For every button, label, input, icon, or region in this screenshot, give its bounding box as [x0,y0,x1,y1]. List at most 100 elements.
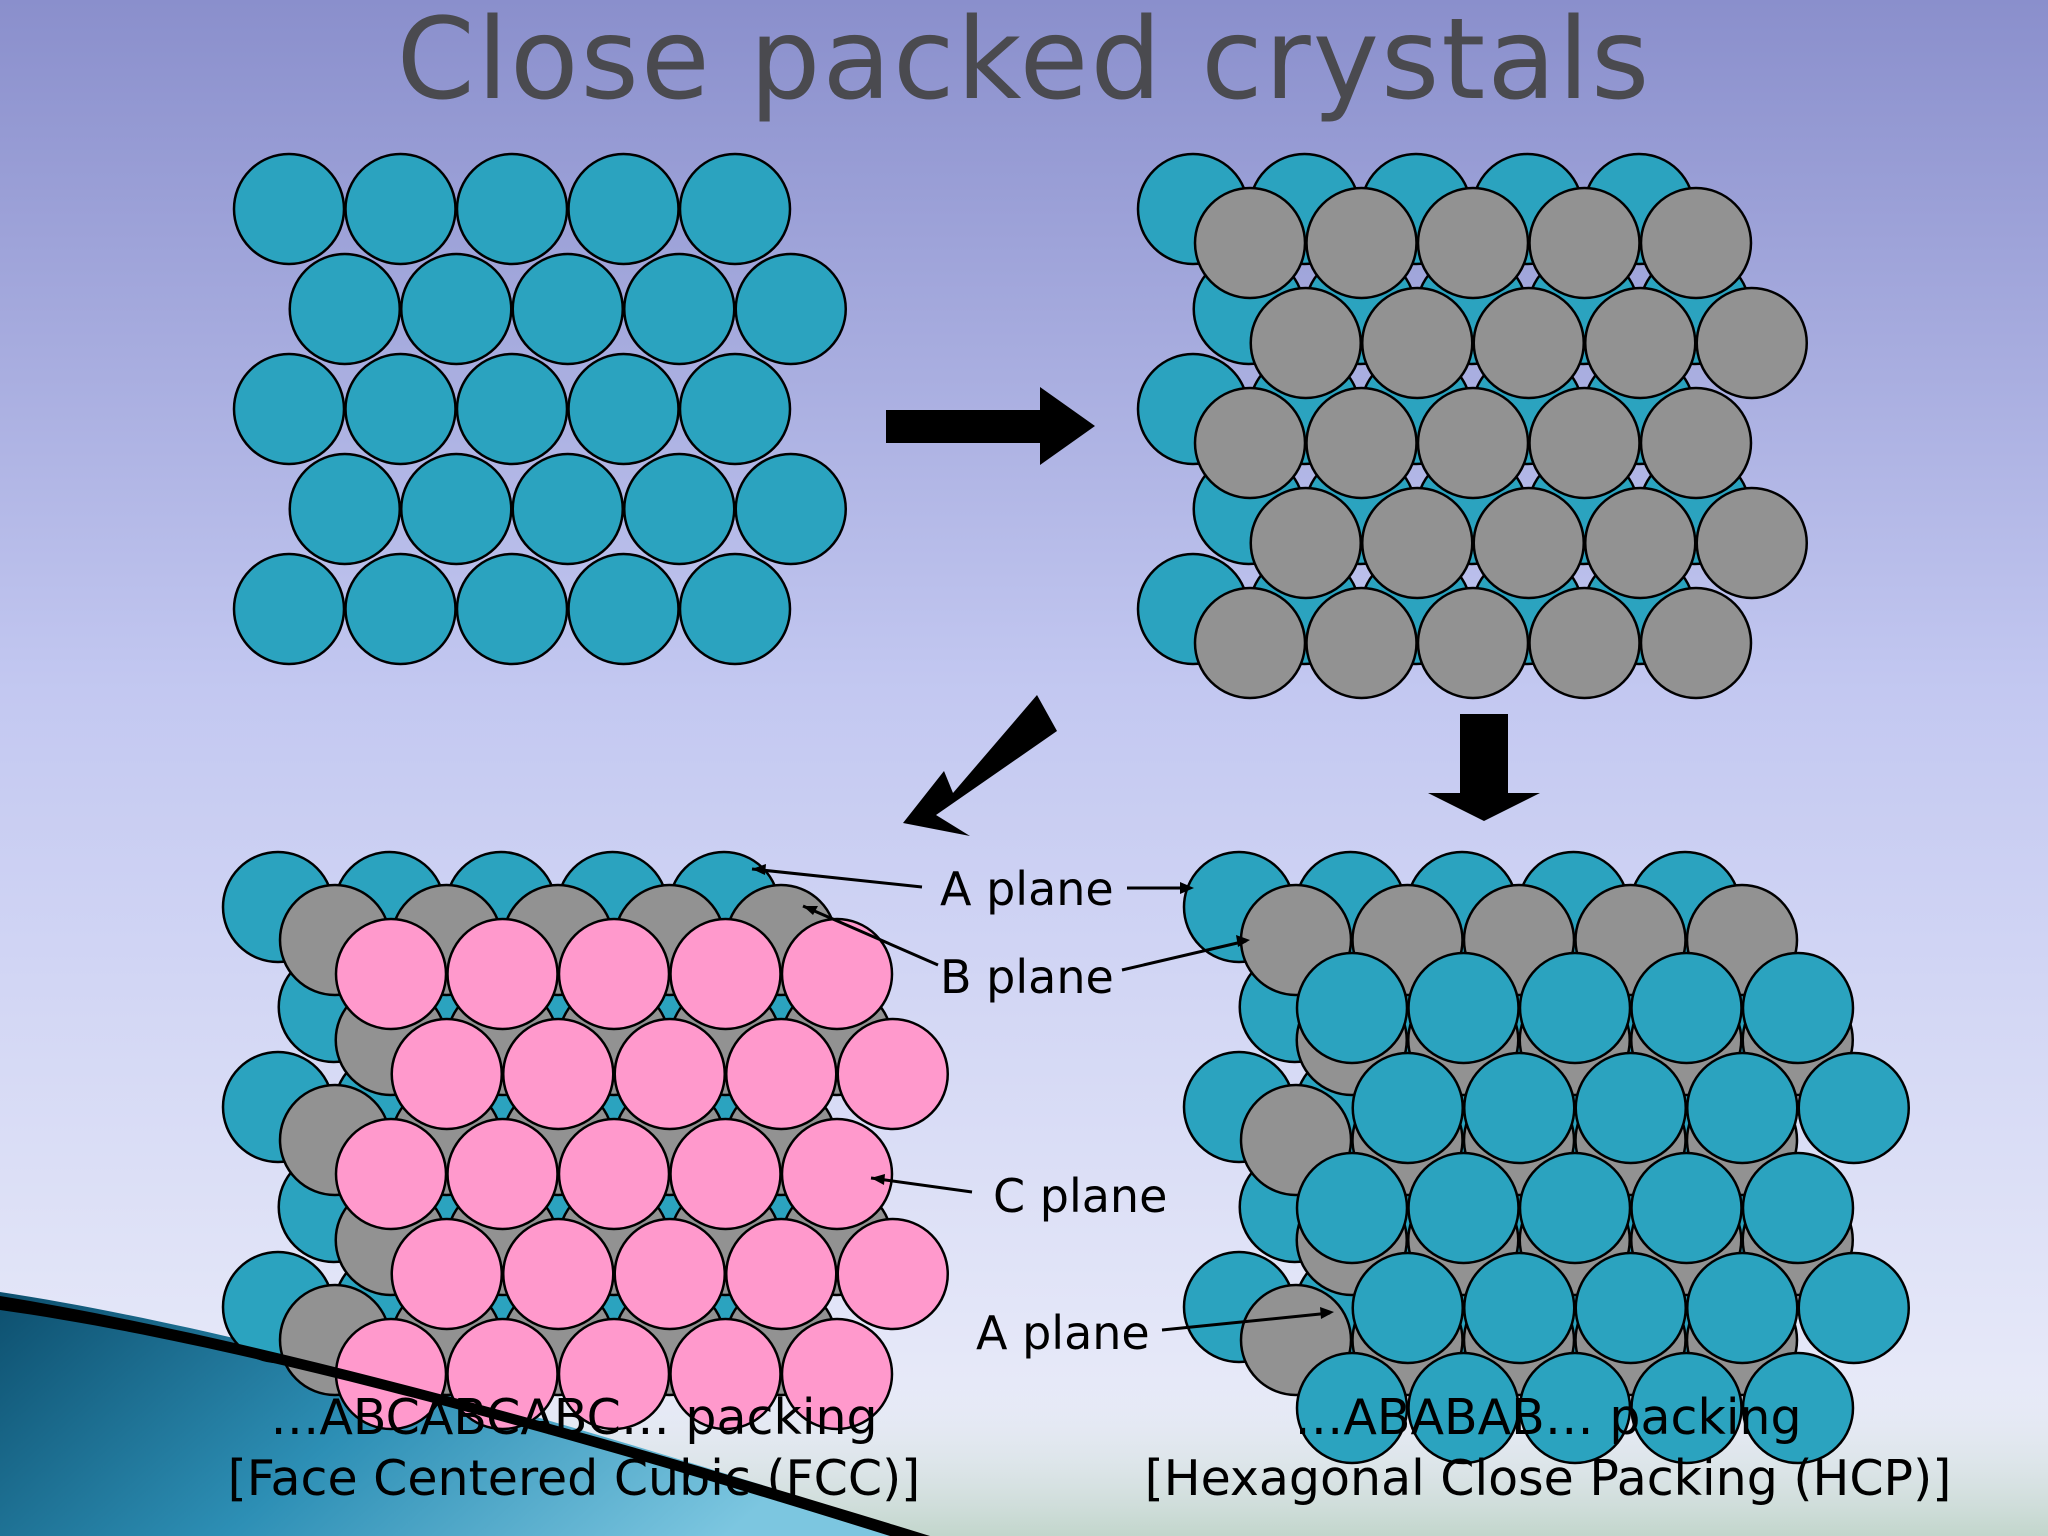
b-sphere [1528,386,1641,500]
a-sphere [1295,1351,1409,1465]
a-sphere [567,152,680,266]
c-sphere [502,1017,615,1131]
c-sphere [557,1117,671,1231]
label-a-plane-lower: A plane [976,1306,1150,1360]
c-sphere [725,1017,838,1131]
b-sphere [1305,186,1418,300]
caption-fcc-name: [Face Centered Cubic (FCC)] [228,1450,921,1507]
a-sphere [1295,951,1409,1065]
b-sphere [1472,486,1585,600]
b-sphere [1249,486,1362,600]
a-sphere [1741,951,1855,1065]
arrow-right-icon [886,387,1095,465]
a-sphere [567,352,680,466]
label-b-plane: B plane [940,950,1114,1004]
a-sphere [1518,1151,1632,1265]
a-sphere [511,452,624,566]
a-sphere [344,352,457,466]
c-sphere [446,1117,559,1231]
c-sphere [780,1117,894,1231]
arrow-down-icon [1428,714,1540,821]
caption-hcp-name: [Hexagonal Close Packing (HCP)] [1145,1450,1952,1507]
a-sphere [678,552,792,666]
c-sphere [557,1317,671,1431]
a-sphere [1741,1151,1855,1265]
c-sphere [725,1217,838,1331]
label-c-plane: C plane [993,1169,1167,1223]
a-sphere [1295,1151,1409,1265]
a-sphere [1463,1051,1576,1165]
b-sphere [1528,586,1641,700]
c-sphere [334,917,448,1031]
a-sphere [1686,1251,1799,1365]
a-sphere [288,252,401,366]
b-sphere [1249,286,1362,400]
a-sphere [1463,1251,1576,1365]
caption-hcp-packing: …ABABAB… packing [1294,1389,1801,1446]
c-sphere [669,917,782,1031]
a-sphere [455,552,569,666]
a-sphere [455,352,569,466]
b-sphere [1416,186,1530,300]
a-sphere [678,352,792,466]
a-sphere [1574,1051,1687,1165]
c-sphere [390,1217,503,1331]
decorative-swoosh-edge [0,1296,930,1536]
pointer-lines [751,867,1331,1332]
a-sphere [1351,1251,1464,1365]
b-sphere [1639,386,1753,500]
a-sphere [1630,1151,1743,1265]
c-sphere [557,917,671,1031]
c-sphere [446,1317,559,1431]
arrow-down-left-icon [903,695,1057,836]
b-sphere [1528,186,1641,300]
a-sphere [232,552,346,666]
c-sphere [780,917,894,1031]
b-sphere [1639,186,1753,300]
c-sphere [390,1017,503,1131]
a-sphere [734,452,847,566]
a-sphere [678,152,792,266]
b-sphere [1472,286,1585,400]
single-layer-group [232,152,847,666]
a-sphere [344,552,457,666]
a-sphere [1407,951,1520,1065]
pointer-arrowheads [752,864,1334,1319]
a-sphere [1407,1351,1520,1465]
c-sphere [669,1117,782,1231]
a-sphere [734,252,847,366]
c-sphere [613,1017,726,1131]
a-sphere [1407,1151,1520,1265]
b-sphere [1193,586,1307,700]
a-sphere [455,152,569,266]
b-sphere [1361,486,1474,600]
b-sphere [1305,386,1418,500]
a-sphere [1630,1351,1743,1465]
b-sphere [1695,486,1808,600]
b-sphere [1584,486,1697,600]
c-sphere [669,1317,782,1431]
a-sphere [400,252,513,366]
a-sphere [1686,1051,1799,1165]
c-sphere [836,1217,949,1331]
b-sphere [1416,386,1530,500]
a-sphere [232,152,346,266]
c-sphere [502,1217,615,1331]
page-title: Close packed crystals [396,0,1652,125]
fcc-stack-group [221,850,949,1431]
a-sphere [567,552,680,666]
a-sphere [400,452,513,566]
a-sphere [1741,1351,1855,1465]
b-sphere [1416,586,1530,700]
a-sphere [1797,1251,1910,1365]
a-sphere [1518,1351,1632,1465]
a-sphere [1630,951,1743,1065]
a-sphere [1797,1051,1910,1165]
two-layer-group [1136,152,1808,700]
label-a-plane: A plane [940,862,1114,916]
hcp-stack-group [1182,850,1910,1465]
b-sphere [1639,586,1753,700]
a-sphere [1518,951,1632,1065]
c-sphere [613,1217,726,1331]
